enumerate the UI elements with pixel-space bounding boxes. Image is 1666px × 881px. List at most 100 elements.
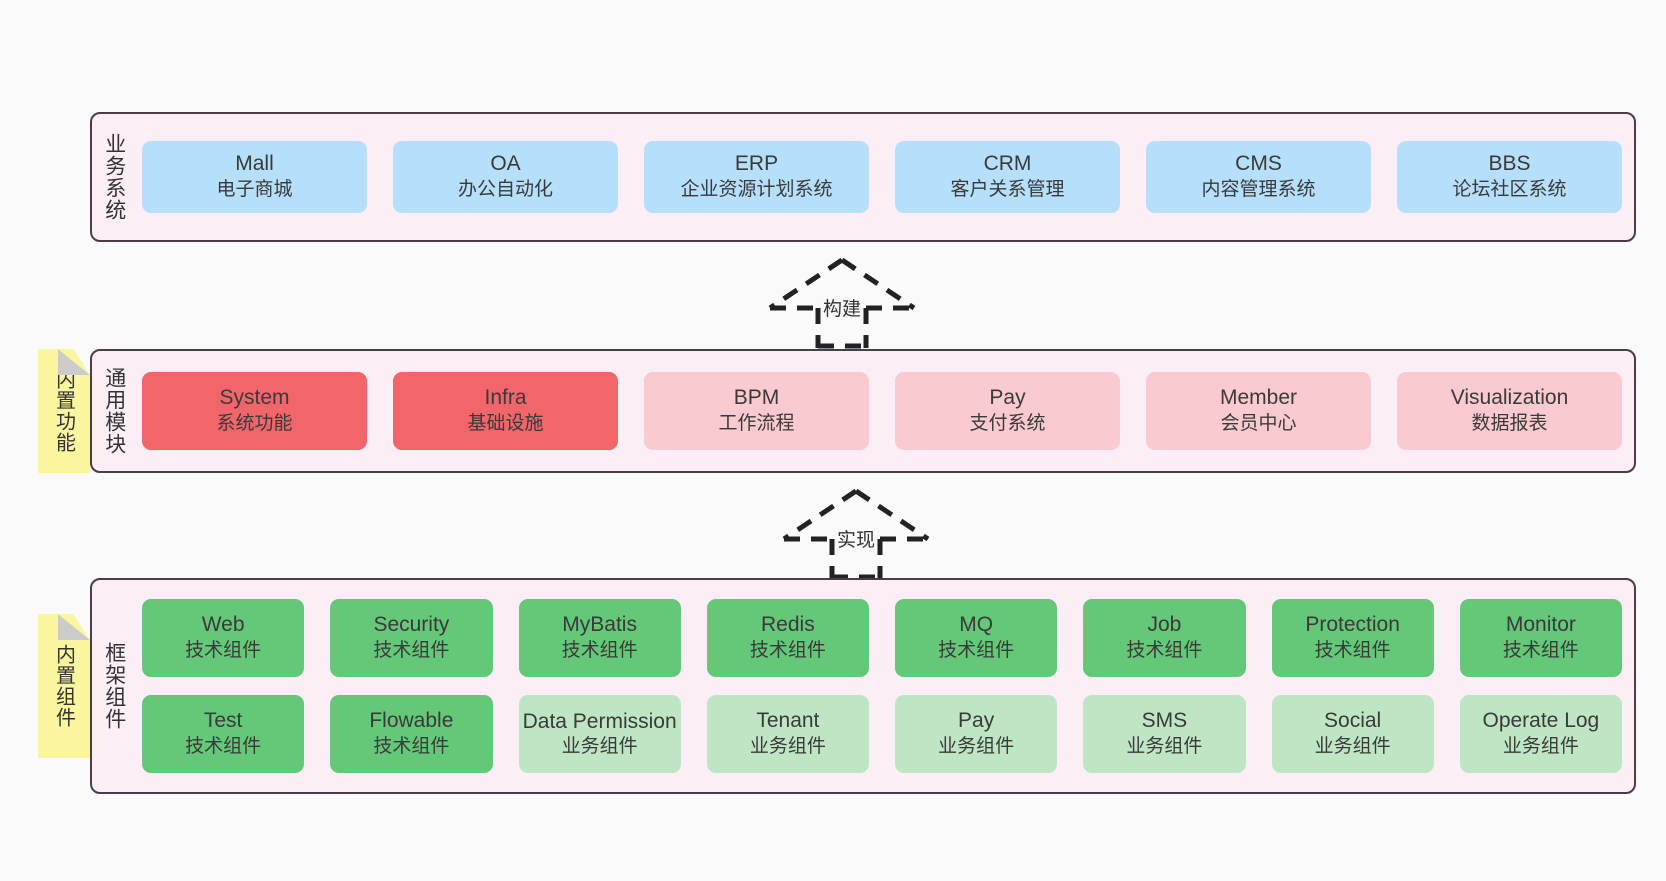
card-oa[interactable]: OA 办公自动化 xyxy=(393,141,618,213)
card-visualization[interactable]: Visualization 数据报表 xyxy=(1397,372,1622,450)
card-redis[interactable]: Redis 技术组件 xyxy=(706,599,869,677)
folded-corner-icon xyxy=(58,349,90,375)
card-title-cn: 业务组件 xyxy=(938,736,1015,758)
card-title-cn: 企业资源计划系统 xyxy=(680,179,833,201)
card-title-en: Visualization xyxy=(1450,386,1569,410)
card-tenant[interactable]: Tenant 业务组件 xyxy=(706,695,869,773)
layer-business-system: 业务系统 Mall 电子商城 OA 办公自动化 ERP 企业资源计划系统 CRM xyxy=(90,112,1636,242)
card-title-cn: 技术组件 xyxy=(185,640,262,662)
card-mall[interactable]: Mall 电子商城 xyxy=(142,141,367,213)
card-title-cn: 工作流程 xyxy=(718,413,795,435)
card-row: Test 技术组件 Flowable 技术组件 Data Permission … xyxy=(142,695,1622,773)
card-title-en: ERP xyxy=(734,152,779,176)
note-label: 内置功能 xyxy=(52,369,75,453)
card-title-en: Test xyxy=(203,709,243,733)
card-title-cn: 技术组件 xyxy=(185,736,262,758)
card-infra[interactable]: Infra 基础设施 xyxy=(393,372,618,450)
card-row: System 系统功能 Infra 基础设施 BPM 工作流程 Pay 支付系统… xyxy=(142,372,1622,450)
card-title-en: Social xyxy=(1324,709,1382,733)
connector-label: 实现 xyxy=(836,530,876,551)
card-title-cn: 论坛社区系统 xyxy=(1452,179,1567,201)
card-title-cn: 技术组件 xyxy=(1502,640,1579,662)
card-title-en: Tenant xyxy=(756,709,820,733)
card-title-cn: 技术组件 xyxy=(749,640,826,662)
card-cms[interactable]: CMS 内容管理系统 xyxy=(1146,141,1371,213)
card-title-cn: 会员中心 xyxy=(1220,413,1297,435)
card-title-cn: 支付系统 xyxy=(969,413,1046,435)
note-label: 内置组件 xyxy=(52,644,75,728)
card-title-cn: 业务组件 xyxy=(1126,736,1203,758)
card-title-en: Mall xyxy=(235,152,274,176)
card-member[interactable]: Member 会员中心 xyxy=(1146,372,1371,450)
card-title-en: Pay xyxy=(989,386,1026,410)
card-erp[interactable]: ERP 企业资源计划系统 xyxy=(644,141,869,213)
card-title-en: BBS xyxy=(1488,152,1531,176)
card-title-cn: 技术组件 xyxy=(373,736,450,758)
card-pay-component[interactable]: Pay 业务组件 xyxy=(895,695,1058,773)
card-title-cn: 技术组件 xyxy=(938,640,1015,662)
card-title-cn: 技术组件 xyxy=(373,640,450,662)
layer-framework-component: 框架组件 Web 技术组件 Security 技术组件 MyBatis 技术组件… xyxy=(90,578,1636,794)
card-row: Web 技术组件 Security 技术组件 MyBatis 技术组件 Redi… xyxy=(142,599,1622,677)
card-title-en: Monitor xyxy=(1505,613,1576,637)
card-title-en: Operate Log xyxy=(1482,709,1600,733)
folded-corner-icon xyxy=(58,614,90,640)
card-title-cn: 业务组件 xyxy=(1502,736,1579,758)
card-title-cn: 基础设施 xyxy=(467,413,544,435)
card-title-cn: 技术组件 xyxy=(1314,640,1391,662)
card-flowable[interactable]: Flowable 技术组件 xyxy=(330,695,493,773)
card-title-en: Data Permission xyxy=(522,710,677,734)
layer-common-module: 通用模块 System 系统功能 Infra 基础设施 BPM 工作流程 Pay xyxy=(90,349,1636,473)
card-web[interactable]: Web 技术组件 xyxy=(142,599,305,677)
card-title-cn: 业务组件 xyxy=(1314,736,1391,758)
layer-body-common-module: System 系统功能 Infra 基础设施 BPM 工作流程 Pay 支付系统… xyxy=(136,351,1634,471)
connector-build: 构建 xyxy=(762,256,922,349)
card-title-en: Infra xyxy=(484,386,527,410)
card-title-en: Pay xyxy=(958,709,995,733)
card-bpm[interactable]: BPM 工作流程 xyxy=(644,372,869,450)
layer-title-business-system: 业务系统 xyxy=(102,133,126,221)
card-protection[interactable]: Protection 技术组件 xyxy=(1271,599,1434,677)
connector-implement: 实现 xyxy=(776,487,936,580)
dashed-generalization-arrow-icon xyxy=(768,257,916,349)
card-security[interactable]: Security 技术组件 xyxy=(330,599,493,677)
card-title-en: SMS xyxy=(1141,709,1188,733)
card-pay-module[interactable]: Pay 支付系统 xyxy=(895,372,1120,450)
card-title-cn: 业务组件 xyxy=(561,735,638,757)
card-title-cn: 办公自动化 xyxy=(457,179,553,201)
layer-title-common-module: 通用模块 xyxy=(102,367,126,455)
card-test[interactable]: Test 技术组件 xyxy=(142,695,305,773)
card-title-cn: 系统功能 xyxy=(216,413,293,435)
layer-body-business-system: Mall 电子商城 OA 办公自动化 ERP 企业资源计划系统 CRM 客户关系… xyxy=(136,114,1634,240)
dashed-generalization-arrow-icon xyxy=(782,488,930,580)
card-data-permission[interactable]: Data Permission 业务组件 xyxy=(518,695,681,773)
card-social[interactable]: Social 业务组件 xyxy=(1271,695,1434,773)
card-title-cn: 客户关系管理 xyxy=(950,179,1065,201)
card-title-en: BPM xyxy=(733,386,780,410)
card-title-en: Redis xyxy=(761,613,815,637)
card-monitor[interactable]: Monitor 技术组件 xyxy=(1459,599,1622,677)
card-system[interactable]: System 系统功能 xyxy=(142,372,367,450)
card-title-en: MyBatis xyxy=(562,613,637,637)
card-sms[interactable]: SMS 业务组件 xyxy=(1083,695,1246,773)
card-title-en: Security xyxy=(373,613,450,637)
card-job[interactable]: Job 技术组件 xyxy=(1083,599,1246,677)
card-title-cn: 业务组件 xyxy=(749,736,826,758)
card-title-en: Flowable xyxy=(369,709,454,733)
card-title-cn: 电子商城 xyxy=(216,179,293,201)
card-title-en: Member xyxy=(1219,386,1298,410)
card-title-en: Job xyxy=(1147,613,1182,637)
card-row: Mall 电子商城 OA 办公自动化 ERP 企业资源计划系统 CRM 客户关系… xyxy=(142,141,1622,213)
card-operate-log[interactable]: Operate Log 业务组件 xyxy=(1459,695,1622,773)
card-title-en: MQ xyxy=(959,613,994,637)
card-title-en: CMS xyxy=(1235,152,1282,176)
card-bbs[interactable]: BBS 论坛社区系统 xyxy=(1397,141,1622,213)
card-title-en: CRM xyxy=(983,152,1032,176)
card-mybatis[interactable]: MyBatis 技术组件 xyxy=(518,599,681,677)
card-crm[interactable]: CRM 客户关系管理 xyxy=(895,141,1120,213)
card-mq[interactable]: MQ 技术组件 xyxy=(895,599,1058,677)
layer-title-framework-component: 框架组件 xyxy=(102,642,126,730)
card-title-en: Protection xyxy=(1305,613,1400,637)
card-title-en: System xyxy=(219,386,290,410)
